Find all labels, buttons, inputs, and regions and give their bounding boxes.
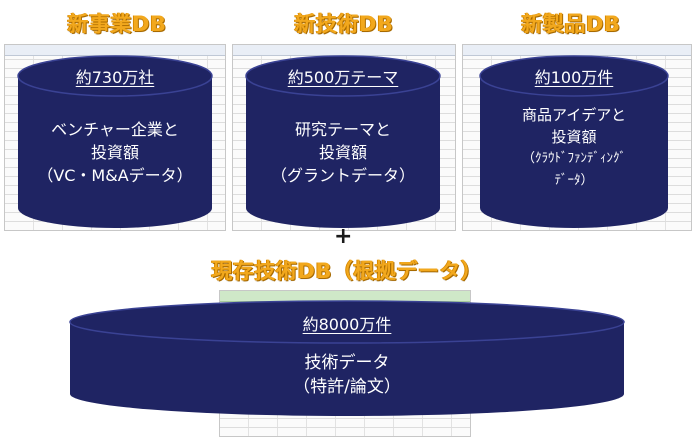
- product-db-count: 約100万件: [534, 68, 614, 87]
- business-desc-line-2: 投資額: [90, 143, 139, 162]
- product-db-description: 商品アイデアと 投資額 （ｸﾗｳﾄﾞﾌｧﾝﾃﾞｨﾝｸﾞ ﾃﾞｰﾀ）: [478, 104, 670, 192]
- business-db-cylinder: [17, 55, 213, 228]
- existing-tech-db-count: 約8000万件: [302, 315, 392, 334]
- existing-tech-db-description: 技術データ （特許/論文）: [68, 351, 626, 399]
- product-desc-line-2: 投資額: [551, 128, 597, 146]
- technology-desc-line-3: （グラントデータ）: [270, 166, 415, 185]
- existing-tech-db-title: 現存技術DB（根拠データ）: [211, 259, 483, 283]
- product-desc-line-1: 商品アイデアと: [522, 106, 626, 124]
- existing-tech-desc-line-2: （特許/論文）: [293, 377, 401, 397]
- existing-tech-db-cylinder: [69, 300, 625, 416]
- product-db-cylinder: [479, 55, 669, 228]
- business-db-title: 新事業DB: [67, 12, 167, 36]
- product-desc-line-4: ﾃﾞｰﾀ）: [554, 173, 594, 188]
- product-db-title: 新製品DB: [521, 12, 621, 36]
- technology-db-cylinder: [245, 55, 441, 228]
- technology-desc-line-2: 投資額: [318, 143, 367, 162]
- business-db-count: 約730万社: [75, 68, 155, 87]
- existing-tech-desc-line-1: 技術データ: [304, 353, 390, 373]
- plus-sign: +: [334, 224, 353, 249]
- technology-db-count: 約500万テーマ: [287, 68, 399, 87]
- business-db-description: ベンチャー企業と 投資額 （VC・M&Aデータ）: [16, 118, 214, 187]
- business-desc-line-1: ベンチャー企業と: [51, 120, 179, 139]
- product-desc-line-3: （ｸﾗｳﾄﾞﾌｧﾝﾃﾞｨﾝｸﾞ: [521, 151, 626, 166]
- business-desc-line-3: （VC・M&Aデータ）: [37, 166, 193, 185]
- technology-desc-line-1: 研究テーマと: [294, 120, 391, 139]
- technology-db-title: 新技術DB: [294, 12, 394, 36]
- technology-db-description: 研究テーマと 投資額 （グラントデータ）: [244, 118, 442, 187]
